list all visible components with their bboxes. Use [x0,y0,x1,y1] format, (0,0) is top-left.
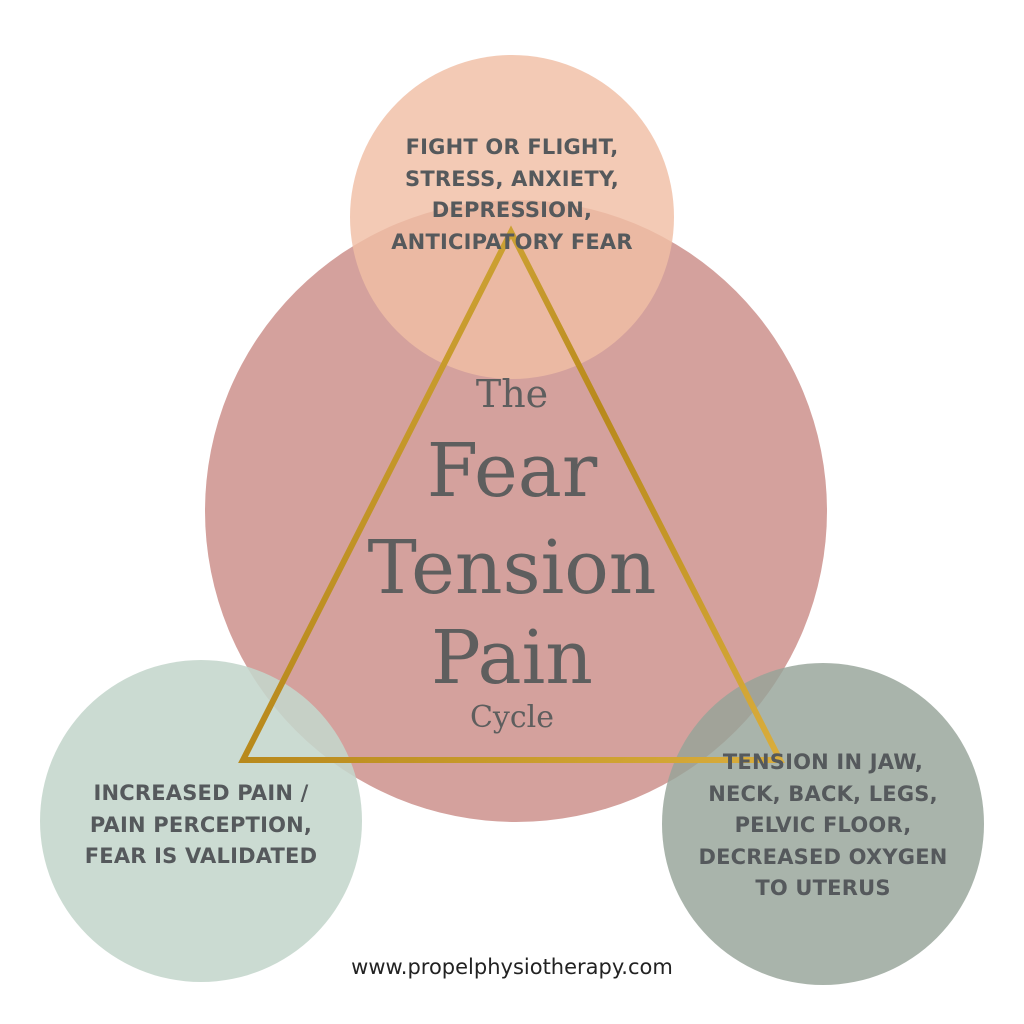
title-pain: Pain [431,615,593,701]
cycle-triangle [238,225,785,763]
fear-node-label: FIGHT OR FLIGHT, STRESS, ANXIETY, DEPRES… [391,135,633,254]
pain-circle [40,660,362,982]
title-fear: Fear [426,428,598,514]
tension-circle [662,663,984,985]
fear-circle [350,55,674,379]
website-link[interactable]: www.propelphysiotherapy.com [351,955,673,979]
title-the: The [475,372,549,416]
tension-node-label: TENSION IN JAW, NECK, BACK, LEGS, PELVIC… [698,750,948,900]
title-cycle: Cycle [469,700,555,735]
title-tension: Tension [367,525,657,611]
pain-node-label: INCREASED PAIN / PAIN PERCEPTION, FEAR I… [84,781,318,868]
